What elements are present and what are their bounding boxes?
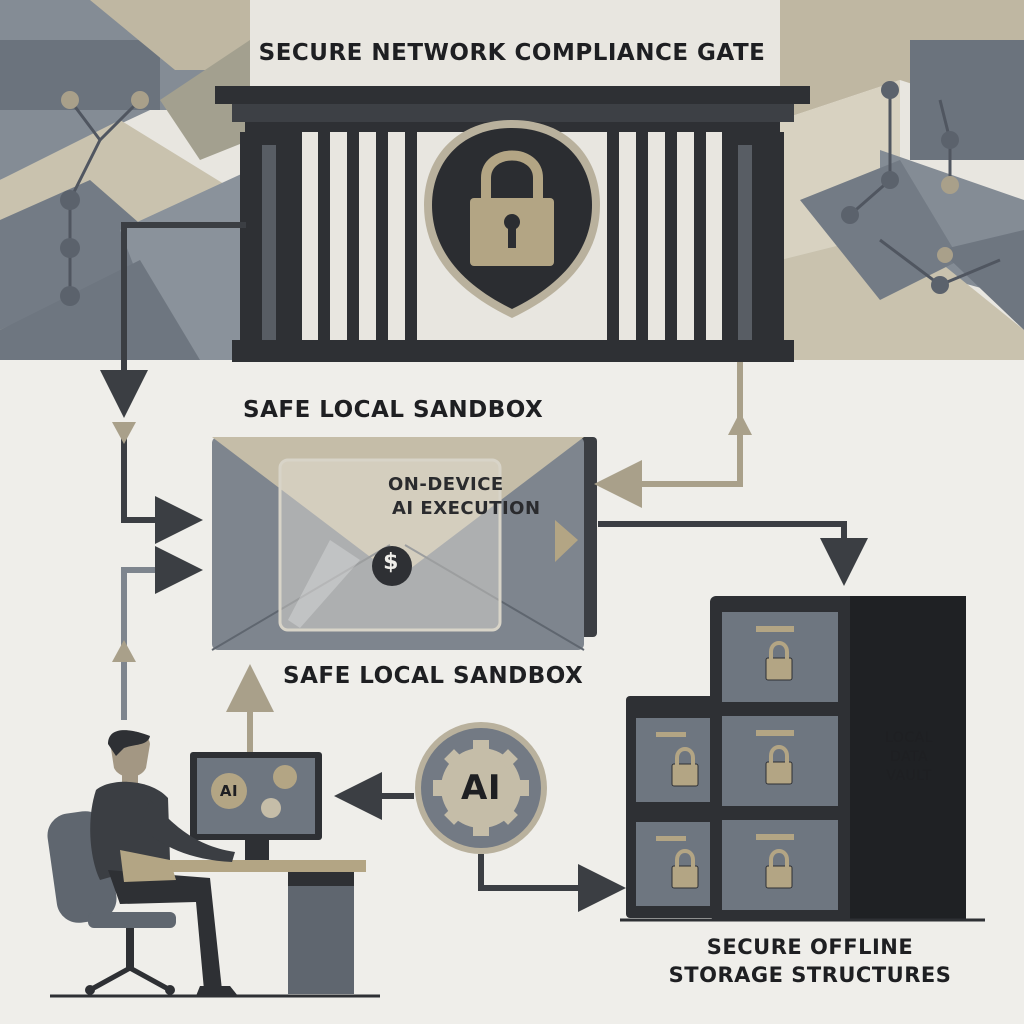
ai-gear-badge xyxy=(415,722,547,854)
arrow-icon xyxy=(100,222,246,418)
compliance-gate xyxy=(215,86,810,362)
envelope-label-line1: ON-DEVICE xyxy=(388,474,504,495)
ai-badge-label: AI xyxy=(461,768,501,808)
sandbox-envelope xyxy=(211,437,597,651)
vault-label-line3: VAULT xyxy=(886,768,932,784)
sandbox-title-top: SAFE LOCAL SANDBOX xyxy=(243,397,544,423)
gate-title: SECURE NETWORK COMPLIANCE GATE xyxy=(258,40,766,66)
person-icon xyxy=(90,730,238,996)
gear-icon xyxy=(433,740,529,836)
sandbox-title-bottom: SAFE LOCAL SANDBOX xyxy=(283,663,584,689)
dollar-symbol: $ xyxy=(383,550,399,575)
vault-label-line2: DATA xyxy=(889,749,929,765)
workstation xyxy=(47,730,380,998)
envelope-label-line2: AI EXECUTION xyxy=(392,498,541,519)
monitor-icon xyxy=(190,752,322,860)
background-geometric-band xyxy=(0,0,1024,360)
monitor-ai-label: AI xyxy=(219,782,239,800)
local-data-vault xyxy=(620,596,985,922)
cabinet-padlocks xyxy=(671,657,793,889)
storage-label-line1: SECURE OFFLINE xyxy=(706,935,914,959)
storage-label-line2: STORAGE STRUCTURES xyxy=(668,963,952,987)
dollar-icon xyxy=(372,546,412,586)
padlock-icon xyxy=(470,150,554,266)
vault-label-line1: LOCAL xyxy=(885,730,933,746)
flow-arrows xyxy=(100,222,868,912)
